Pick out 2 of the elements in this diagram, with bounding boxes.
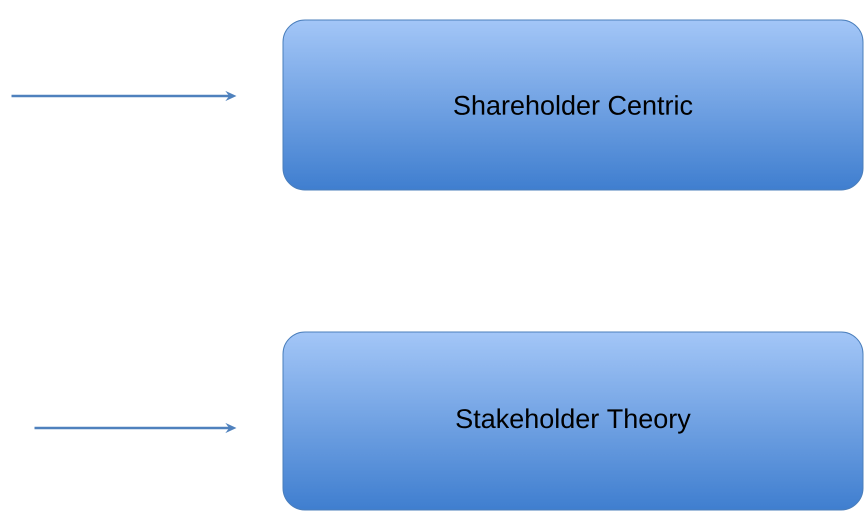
rounded-box: Shareholder Centric: [282, 20, 864, 190]
rounded-box: Stakeholder Theory: [282, 332, 864, 510]
